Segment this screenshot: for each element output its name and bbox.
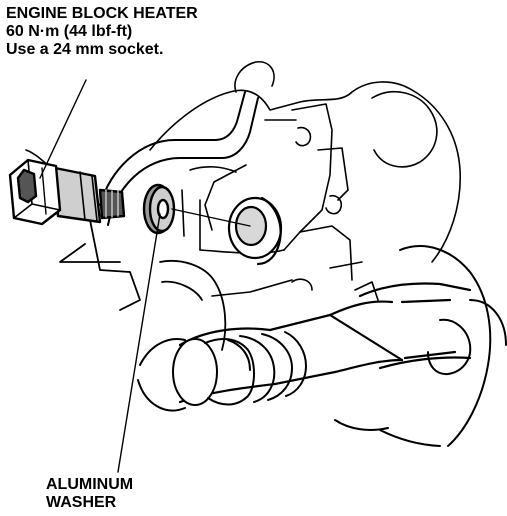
engine-block-heater: [8, 149, 126, 226]
heater-title: ENGINE BLOCK HEATER: [6, 5, 198, 22]
cv-joint-boot: [137, 331, 307, 412]
heater-socket-note: Use a 24 mm socket.: [6, 41, 164, 58]
block-heater-hole: [227, 196, 283, 266]
washer-title-line1: ALUMINUM: [46, 476, 134, 493]
heater-torque-spec: 60 N·m (44 lbf-ft): [6, 23, 133, 40]
drive-shaft: [178, 282, 472, 404]
aluminum-washer-callout: ALUMINUM WASHER: [46, 476, 133, 512]
aluminum-washer: [142, 183, 176, 235]
callout-leaders: [39, 79, 251, 473]
engine-block-housing: [149, 61, 462, 301]
washer-leader-line: [117, 213, 161, 473]
engine-block-heater-callout: ENGINE BLOCK HEATER 60 N·m (44 lbf-ft) U…: [6, 5, 198, 59]
heater-leader-line: [39, 79, 87, 179]
washer-title-line2: WASHER: [46, 494, 117, 511]
steering-knuckle: [334, 245, 507, 447]
alignment-line: [171, 208, 251, 227]
